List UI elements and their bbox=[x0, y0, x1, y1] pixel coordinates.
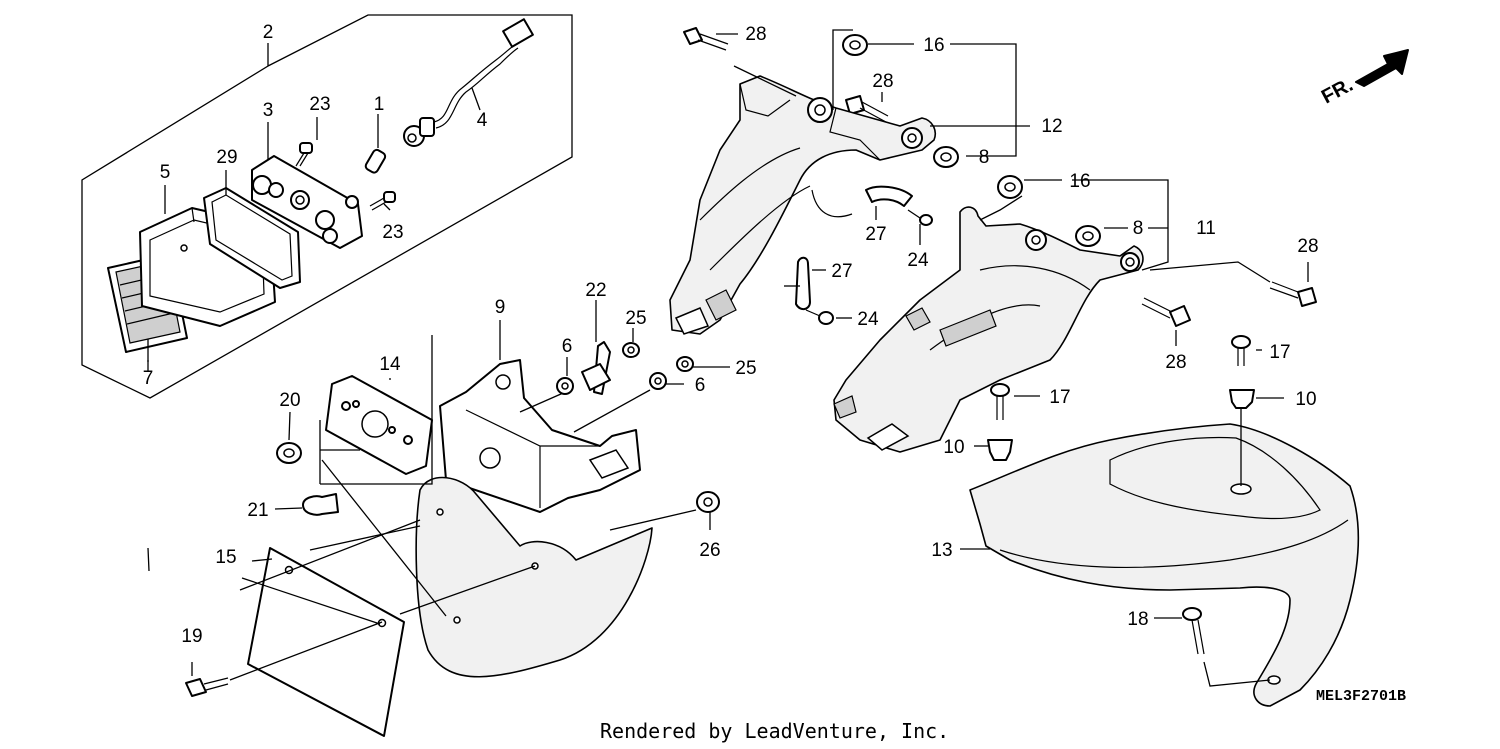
callout-26: 26 bbox=[699, 540, 720, 561]
callout-21: 21 bbox=[247, 500, 268, 521]
part-25-nut-a bbox=[622, 342, 640, 358]
callout-28-right-lower: 28 bbox=[1165, 352, 1186, 373]
rear-undercowl-group bbox=[960, 335, 1360, 707]
callout-labels: 2 3 23 1 4 5 29 23 7 9 14 20 21 15 19 22… bbox=[143, 22, 1319, 647]
part-17-screw-b bbox=[990, 383, 1010, 420]
part-27-clip-lower bbox=[795, 256, 811, 310]
part-6-collar-a bbox=[556, 377, 574, 395]
part-28-bolt-mid bbox=[845, 95, 889, 123]
part-23-screw-lower bbox=[369, 191, 396, 211]
part-12-upper-bracket bbox=[669, 75, 937, 335]
part-25-nut-b bbox=[676, 356, 694, 372]
callout-28-right-upper: 28 bbox=[1297, 236, 1318, 257]
callout-14: 14 bbox=[379, 354, 401, 375]
part-16-rubber-top bbox=[842, 34, 868, 56]
callout-4: 4 bbox=[477, 110, 488, 131]
callout-8-top: 8 bbox=[979, 147, 990, 168]
part-14-lamp-housing bbox=[325, 375, 433, 475]
part-6-collar-b bbox=[649, 372, 667, 390]
callout-10-left: 10 bbox=[943, 437, 964, 458]
callout-16-top: 16 bbox=[923, 35, 944, 56]
watermark-text: Rendered by LeadVenture, Inc. bbox=[600, 719, 949, 743]
callout-9: 9 bbox=[495, 297, 506, 318]
callout-29: 29 bbox=[216, 147, 237, 168]
part-16-rubber-right bbox=[997, 175, 1023, 199]
part-10-grommet-b bbox=[987, 439, 1013, 461]
part-26-nut bbox=[696, 491, 720, 513]
callout-23-upper: 23 bbox=[309, 94, 330, 115]
part-11-lower-bracket bbox=[833, 206, 1144, 453]
callout-20: 20 bbox=[279, 390, 300, 411]
callout-23-lower: 23 bbox=[382, 222, 403, 243]
part-28-bolt-right-b bbox=[1269, 281, 1317, 307]
part-3-socket-base bbox=[251, 155, 363, 249]
callout-22: 22 bbox=[585, 280, 606, 301]
callout-8-right: 8 bbox=[1133, 218, 1144, 239]
part-8-collar-right bbox=[1075, 225, 1101, 247]
license-bracket-group bbox=[147, 320, 697, 737]
callout-17-right: 17 bbox=[1269, 342, 1290, 363]
part-1-bulb bbox=[364, 148, 387, 174]
callout-13: 13 bbox=[931, 540, 952, 561]
callout-17-left: 17 bbox=[1049, 387, 1070, 408]
part-27-clip-upper bbox=[865, 185, 913, 207]
callout-25-upper: 25 bbox=[625, 308, 646, 329]
callout-1: 1 bbox=[374, 94, 385, 115]
lower-bracket-group bbox=[833, 175, 1317, 453]
diagram-code: MEL3F2701B bbox=[1316, 688, 1406, 705]
part-24-screw-lower bbox=[805, 309, 834, 325]
callout-27-upper: 27 bbox=[865, 224, 886, 245]
part-13-undercowl bbox=[969, 423, 1360, 707]
fr-arrow-icon bbox=[1355, 49, 1409, 87]
callout-16-right: 16 bbox=[1069, 171, 1090, 192]
part-20-grommet bbox=[276, 442, 302, 464]
front-direction-arrow: FR. bbox=[1318, 49, 1409, 109]
callout-24-upper: 24 bbox=[907, 250, 929, 271]
callout-18: 18 bbox=[1127, 609, 1148, 630]
callout-25-lower: 25 bbox=[735, 358, 756, 379]
part-18-screw bbox=[1182, 607, 1205, 655]
callout-28-mid: 28 bbox=[872, 71, 893, 92]
assembly-group-outline bbox=[81, 14, 573, 399]
part-28-bolt-right-a bbox=[1141, 297, 1191, 327]
part-15-license-plate bbox=[247, 547, 405, 737]
part-23-screw-upper bbox=[295, 142, 313, 167]
part-21-bulb bbox=[302, 493, 339, 516]
part-9-license-bracket bbox=[415, 359, 653, 678]
callout-12: 12 bbox=[1041, 116, 1062, 137]
callout-10-right: 10 bbox=[1295, 389, 1316, 410]
callout-24-lower: 24 bbox=[857, 309, 879, 330]
part-22-clip bbox=[581, 341, 611, 395]
small-hardware-group bbox=[556, 300, 730, 530]
callout-5: 5 bbox=[160, 162, 171, 183]
upper-bracket-group bbox=[669, 27, 1030, 335]
callout-19: 19 bbox=[181, 626, 202, 647]
callout-3: 3 bbox=[263, 100, 274, 121]
callout-2: 2 bbox=[263, 22, 274, 43]
part-24-screw-upper bbox=[907, 209, 933, 226]
callout-15: 15 bbox=[215, 547, 236, 568]
callout-6-left: 6 bbox=[562, 336, 573, 357]
fr-label: FR. bbox=[1318, 74, 1357, 109]
part-17-screw-a bbox=[1231, 335, 1251, 366]
callout-11: 11 bbox=[1196, 218, 1216, 239]
taillight-assembly-group bbox=[81, 14, 573, 399]
part-28-bolt-top bbox=[683, 27, 729, 51]
callout-27-lower: 27 bbox=[831, 261, 852, 282]
part-4-harness bbox=[403, 18, 534, 147]
part-19-bolt bbox=[185, 677, 229, 697]
part-8-collar-top bbox=[933, 146, 959, 168]
part-10-grommet-a bbox=[1229, 389, 1255, 409]
callout-7: 7 bbox=[143, 368, 154, 389]
callout-28-top: 28 bbox=[745, 24, 766, 45]
callout-6-right: 6 bbox=[695, 375, 706, 396]
